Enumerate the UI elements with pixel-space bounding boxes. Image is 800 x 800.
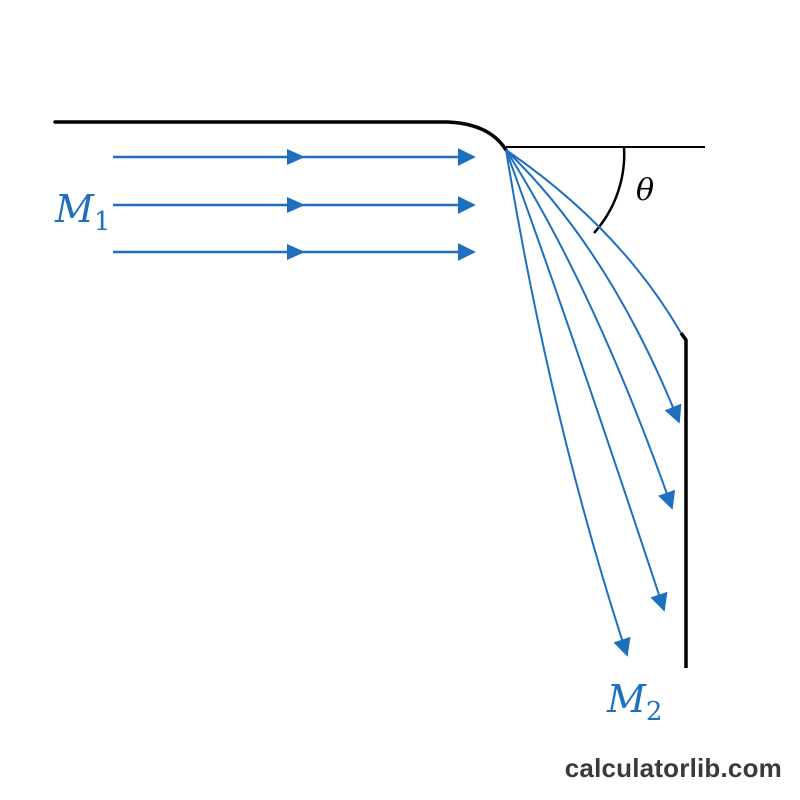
fan-ray-2 bbox=[505, 149, 682, 424]
downstream-mach-label: M2 bbox=[606, 677, 662, 727]
fan-ray-1 bbox=[505, 149, 682, 334]
upstream-mach-subscript: 1 bbox=[94, 207, 111, 237]
angle-arc bbox=[593, 146, 626, 234]
expansion-fan bbox=[505, 149, 682, 657]
fan-ray-5 bbox=[505, 149, 631, 657]
mid-arrow-3 bbox=[287, 244, 305, 260]
upstream-mach-symbol: M bbox=[54, 187, 95, 231]
lower-wall bbox=[679, 331, 688, 668]
mid-arrow-2 bbox=[287, 197, 305, 213]
downstream-mach-symbol: M bbox=[606, 677, 647, 721]
watermark: calculatorlib.com bbox=[564, 753, 782, 783]
upper-wall bbox=[53, 120, 508, 152]
upstream-mach-label: M1 bbox=[54, 187, 110, 237]
angle-label: θ bbox=[636, 173, 654, 208]
mid-arrow-1 bbox=[287, 149, 305, 165]
downstream-mach-subscript: 2 bbox=[646, 697, 663, 727]
mid-arrowheads bbox=[287, 149, 305, 260]
fan-ray-4 bbox=[505, 149, 668, 612]
fan-ray-3 bbox=[505, 149, 676, 510]
